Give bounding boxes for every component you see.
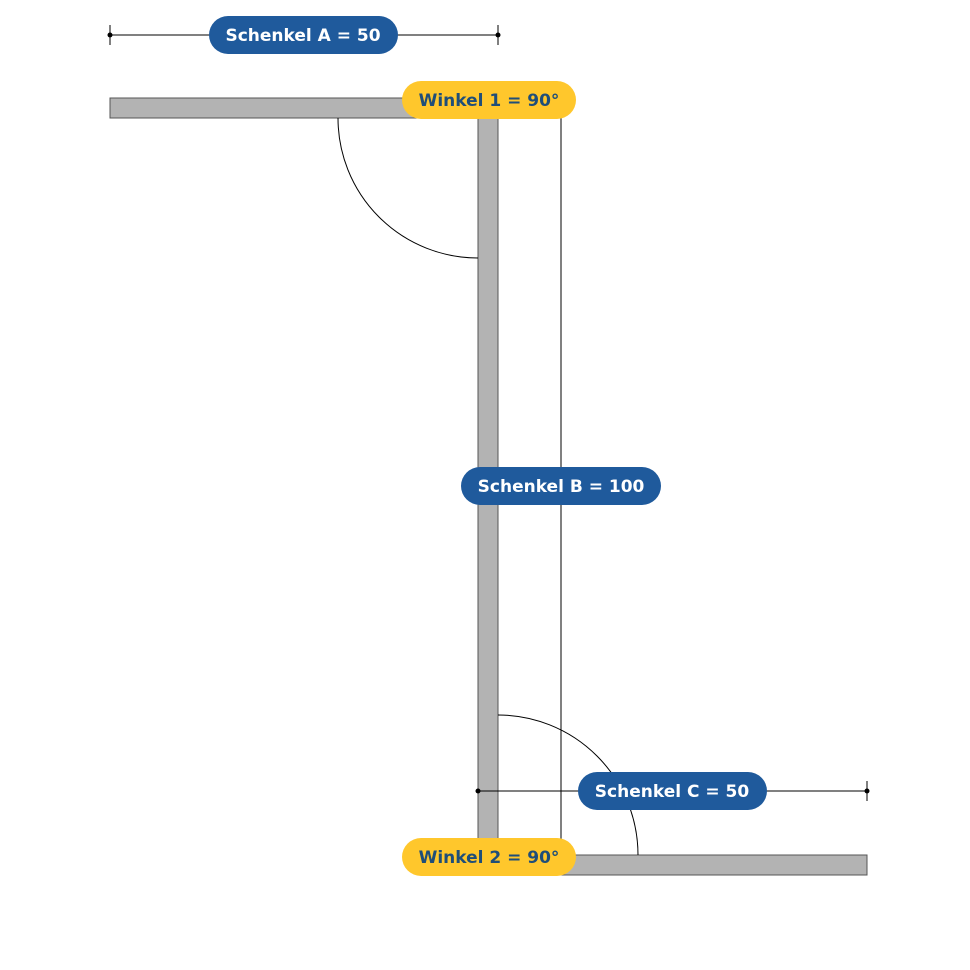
angle-2-text: Winkel 2 = 90° [419,848,560,868]
leg-a-label[interactable]: Schenkel A = 50 [209,16,398,54]
leg-c-text: Schenkel C = 50 [595,782,750,802]
angle-2-label[interactable]: Winkel 2 = 90° [402,838,576,876]
leg-b-text: Schenkel B = 100 [478,477,645,497]
angle-1-arc [337,117,479,259]
angle-1-text: Winkel 1 = 90° [419,91,560,111]
angle-2-arc [497,714,639,856]
leg-c-label[interactable]: Schenkel C = 50 [578,772,767,810]
angle-1-label[interactable]: Winkel 1 = 90° [402,81,576,119]
leg-b-label[interactable]: Schenkel B = 100 [461,467,661,505]
leg-a-text: Schenkel A = 50 [225,26,380,46]
